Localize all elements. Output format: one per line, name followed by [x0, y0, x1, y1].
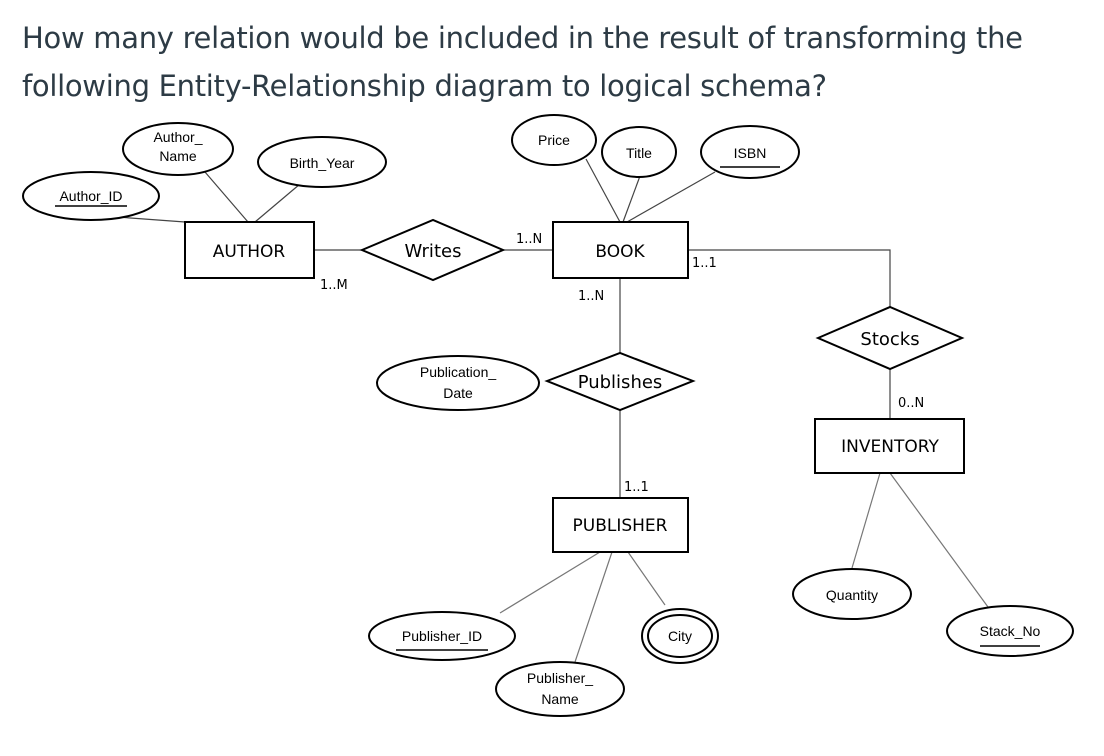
attr-publication-date-label-2: Date [443, 385, 473, 401]
attr-stack-no-label: Stack_No [980, 623, 1041, 639]
attr-quantity-label: Quantity [826, 587, 878, 603]
entity-inventory-label: INVENTORY [841, 437, 939, 457]
entity-author-label: AUTHOR [213, 242, 286, 262]
question-text: How many relation would be included in t… [22, 14, 1082, 110]
attr-birth-year-label: Birth_Year [290, 155, 355, 171]
card-book-stocks: 1..1 [692, 256, 717, 271]
card-inventory-stocks: 0..N [898, 396, 924, 411]
entity-book-label: BOOK [595, 242, 645, 262]
attr-publisher-id: Publisher_ID [368, 611, 516, 661]
attr-city-label: City [668, 628, 692, 644]
relationship-publishes: Publishes [544, 351, 696, 412]
attr-stack-no: Stack_No [946, 605, 1074, 657]
attr-title: Title [601, 126, 677, 178]
attr-author-name-label-2: Name [159, 148, 197, 164]
card-book-writes: 1..N [516, 232, 542, 247]
attr-publication-date-label-1: Publication_ [420, 364, 496, 380]
attr-author-name-label-1: Author_ [153, 129, 202, 145]
attr-publisher-id-label: Publisher_ID [402, 628, 482, 644]
attr-birth-year: Birth_Year [257, 136, 387, 188]
relationship-writes-label: Writes [405, 241, 462, 262]
card-publisher-publishes: 1..1 [624, 480, 649, 495]
attr-author-id: Author_ID [22, 171, 160, 221]
attr-isbn-label: ISBN [734, 145, 767, 161]
question-line-2: following Entity-Relationship diagram to… [22, 69, 827, 103]
attr-publisher-name-label-1: Publisher_ [527, 670, 593, 686]
attr-city: City [641, 608, 719, 664]
card-author-writes: 1..M [320, 278, 348, 293]
attr-price: Price [511, 114, 597, 166]
attr-quantity: Quantity [792, 568, 912, 620]
attr-author-id-label: Author_ID [59, 188, 122, 204]
entity-inventory: INVENTORY [814, 418, 965, 474]
attr-author-name: Author_ Name [122, 122, 234, 176]
attr-publication-date: Publication_ Date [376, 355, 540, 411]
attr-price-label: Price [538, 132, 570, 148]
entity-book: BOOK [552, 221, 689, 279]
attr-isbn: ISBN [700, 125, 800, 179]
question-line-1: How many relation would be included in t… [22, 21, 1023, 55]
entity-publisher: PUBLISHER [552, 497, 689, 553]
card-book-publishes: 1..N [578, 289, 604, 304]
relationship-writes: Writes [359, 218, 506, 282]
entity-author: AUTHOR [184, 221, 315, 279]
attr-publisher-name: Publisher_ Name [495, 661, 625, 717]
entity-publisher-label: PUBLISHER [573, 516, 668, 536]
attr-publisher-name-label-2: Name [541, 691, 579, 707]
attr-title-label: Title [626, 145, 652, 161]
relationship-publishes-label: Publishes [578, 372, 663, 393]
connector-lines [89, 158, 989, 663]
relationship-stocks: Stocks [815, 305, 965, 371]
relationship-stocks-label: Stocks [860, 329, 919, 350]
